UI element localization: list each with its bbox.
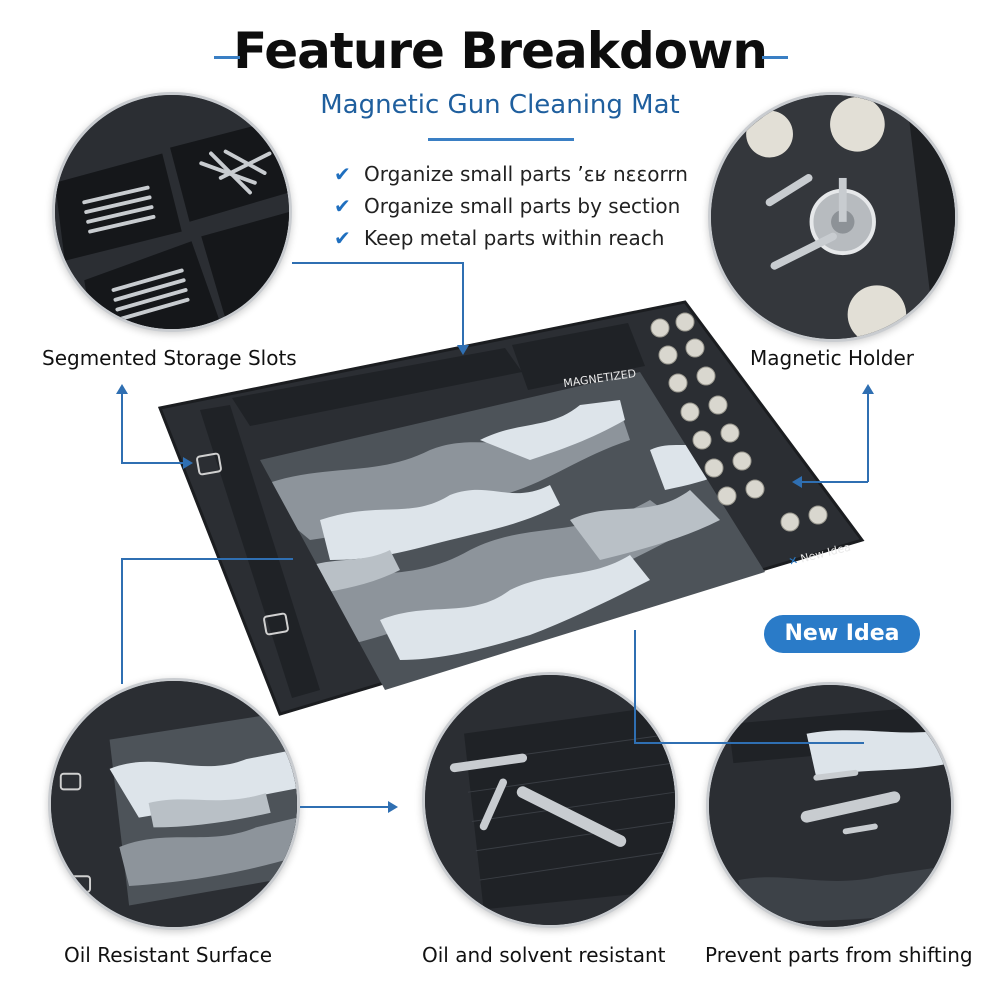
leader-line bbox=[121, 462, 185, 464]
leader-line bbox=[300, 806, 390, 808]
new-idea-badge: New Idea bbox=[764, 615, 920, 653]
leader-line bbox=[867, 392, 869, 482]
detail-circle-shifting bbox=[706, 682, 954, 930]
arrow-icon bbox=[183, 457, 193, 469]
x-logo-icon: ✕ bbox=[787, 553, 800, 569]
product-mat-illustration bbox=[157, 300, 865, 716]
arrow-icon bbox=[116, 384, 128, 394]
detail-circle-oil-surface bbox=[48, 678, 300, 930]
magnet-dots bbox=[650, 312, 828, 532]
feature-list: ✔ Organize small parts ’εʁ nεεοrrn ✔ Organ… bbox=[334, 158, 688, 254]
leader-line bbox=[121, 558, 293, 560]
feature-item: ✔ Organize small parts ’εʁ nεεοrrn bbox=[334, 158, 688, 190]
arrow-icon bbox=[862, 384, 874, 394]
feature-text: Organize small parts ’εʁ nεεοrrn bbox=[364, 162, 688, 186]
arrow-icon bbox=[388, 801, 398, 813]
mat-side-channel bbox=[200, 405, 320, 698]
leader-line bbox=[800, 481, 868, 483]
leader-line bbox=[634, 630, 636, 744]
page-title: Feature Breakdown bbox=[233, 22, 768, 80]
leader-line bbox=[121, 392, 123, 464]
label-oil-resistant: Oil Resistant Surface bbox=[64, 943, 273, 967]
checkmark-icon: ✔ bbox=[334, 194, 351, 218]
label-magnetic-holder: Magnetic Holder bbox=[750, 346, 914, 370]
checkmark-icon: ✔ bbox=[334, 226, 351, 250]
label-solvent-resistant: Oil and solvent resistant bbox=[422, 943, 666, 967]
title-dash-left bbox=[214, 56, 240, 59]
detail-circle-solvent bbox=[422, 672, 678, 928]
label-segmented-storage: Segmented Storage Slots bbox=[42, 346, 297, 370]
mat-top-tray bbox=[512, 323, 645, 390]
label-prevent-shifting: Prevent parts from shifting bbox=[705, 943, 973, 967]
title-dash-right bbox=[762, 56, 788, 59]
subtitle-underline bbox=[428, 138, 574, 141]
detail-circle-storage bbox=[52, 92, 292, 332]
leader-line bbox=[292, 262, 464, 264]
mat-top-tray bbox=[232, 348, 522, 426]
feature-item: ✔ Organize small parts by section bbox=[334, 190, 688, 222]
arrow-icon bbox=[792, 476, 802, 488]
detail-circle-magnetic bbox=[708, 92, 958, 342]
feature-text: Keep metal parts within reach bbox=[364, 226, 665, 250]
arrow-icon bbox=[457, 345, 469, 355]
leader-line bbox=[634, 742, 864, 744]
leader-line bbox=[121, 558, 123, 684]
page-subtitle: Magnetic Gun Cleaning Mat bbox=[320, 90, 680, 120]
feature-item: ✔ Keep metal parts within reach bbox=[334, 222, 688, 254]
feature-text: Organize small parts by section bbox=[364, 194, 681, 218]
leader-line bbox=[462, 262, 464, 348]
checkmark-icon: ✔ bbox=[334, 162, 351, 186]
